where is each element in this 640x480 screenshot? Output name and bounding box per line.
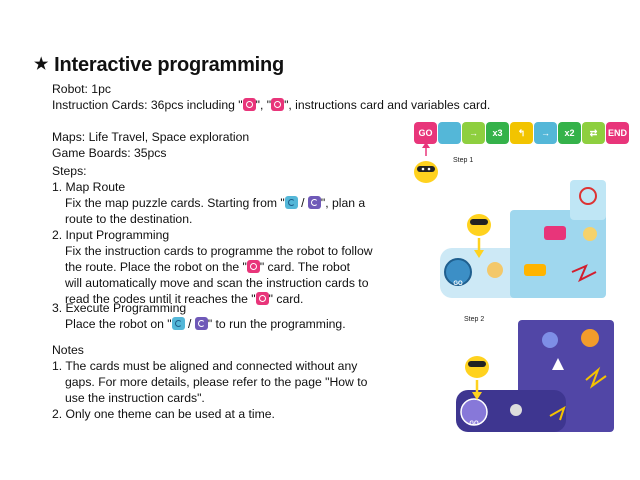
destination-icon [579, 187, 597, 205]
steps-heading: Steps: [52, 164, 87, 178]
go-start-card [444, 258, 472, 286]
step3-line1: Place the robot on " / " to run the prog… [65, 317, 346, 331]
arrow-head [472, 392, 482, 400]
robot-icon [414, 142, 438, 183]
robot-icon [465, 356, 489, 400]
route-arrow [571, 264, 597, 283]
end-card-icon [255, 292, 269, 305]
step1-line2: route to the destination. [65, 212, 193, 226]
go-label: GO [453, 281, 463, 287]
end-card-icon [271, 98, 285, 111]
robot-visor [417, 166, 435, 172]
astronaut-icon [510, 404, 522, 416]
step2-line2: the route. Place the robot on the "" car… [65, 260, 350, 274]
maps-line: Maps: Life Travel, Space exploration [52, 130, 250, 144]
note1-line3: use the instruction cards". [65, 391, 205, 405]
note2-line: 2. Only one theme can be used at a time. [52, 407, 275, 421]
target-planet-icon [581, 329, 599, 347]
step3-title: 3. Execute Programming [52, 301, 187, 315]
arrow-head [422, 142, 430, 148]
step2-line1: Fix the instruction cards to programme t… [65, 244, 373, 258]
go-card-icon [246, 260, 260, 273]
step2-line4: read the codes until it reaches the "" c… [65, 292, 304, 306]
start-card-space-icon [307, 196, 321, 209]
planet-icon [542, 332, 558, 348]
start-card-life-icon [284, 196, 298, 209]
strip-card: x3 [486, 122, 509, 144]
strip-card: ↰ [510, 122, 533, 144]
start-card-space-icon [194, 317, 208, 330]
strip-card: END [606, 122, 629, 144]
life-travel-map: GO [440, 180, 606, 298]
robot-eye [427, 167, 431, 171]
robot-icon [467, 214, 491, 258]
arrow-head [474, 250, 484, 258]
section-title: ★Interactive programming [34, 54, 285, 76]
step2-label: Step 2 [464, 316, 485, 323]
step1-label: Step 1 [453, 157, 474, 164]
strip-card: → [534, 122, 557, 144]
route-arrow [585, 366, 607, 389]
boards-line: Game Boards: 35pcs [52, 146, 167, 160]
step1-line1: Fix the map puzzle cards. Starting from … [65, 196, 366, 210]
robot-line: Robot: 1pc [52, 82, 111, 96]
star-icon: ★ [34, 56, 49, 73]
step2-line3: will automatically move and scan the ins… [65, 276, 369, 290]
strip-card: ⇄ [582, 122, 605, 144]
robot-visor [470, 219, 488, 225]
strip-card: GO [414, 122, 437, 144]
map-destination [570, 180, 606, 220]
person-icon [487, 262, 503, 278]
robot-eye [421, 167, 425, 171]
strip-card [438, 122, 461, 144]
strip-card: → [462, 122, 485, 144]
notes-heading: Notes [52, 343, 84, 357]
space-exploration-map: GO [456, 320, 614, 432]
note1-line1: 1. The cards must be aligned and connect… [52, 359, 358, 373]
sign-icon [544, 226, 566, 240]
robot-visor [468, 361, 486, 367]
step1-title: 1. Map Route [52, 180, 126, 194]
go-start-card [460, 398, 488, 426]
go-card-icon [242, 98, 256, 111]
rocket-icon [552, 358, 564, 370]
start-card-life-icon [171, 317, 185, 330]
route-arrow [549, 405, 566, 421]
cards-line: Instruction Cards: 36pcs including "", "… [52, 98, 491, 112]
go-label: GO [469, 421, 479, 427]
step2-title: 2. Input Programming [52, 228, 170, 242]
car-icon [524, 264, 546, 276]
building-icon [583, 227, 597, 241]
strip-card: x2 [558, 122, 581, 144]
map-area [510, 210, 606, 298]
note1-line2: gaps. For more details, please refer to … [65, 375, 368, 389]
